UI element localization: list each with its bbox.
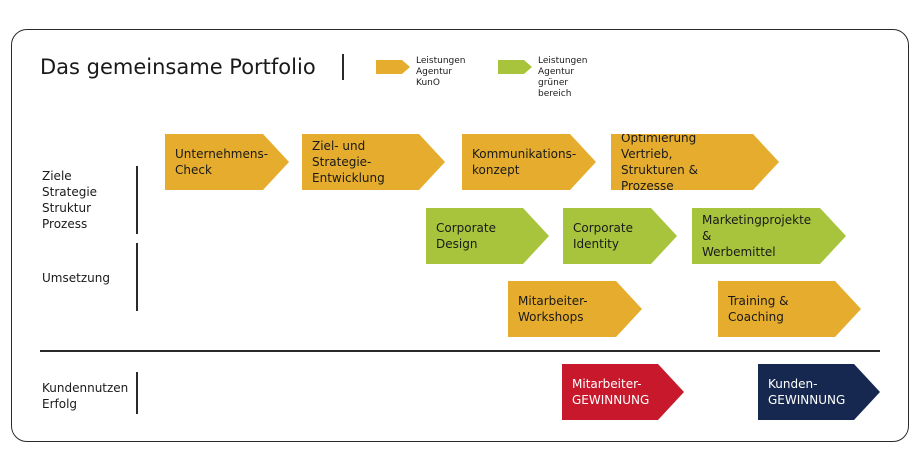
step-corporate-design: Corporate Design <box>426 208 549 264</box>
step-label: Mitarbeiter- GEWINNUNG <box>572 377 650 407</box>
step-kunden-gewinnung: Kunden- GEWINNUNG <box>758 364 880 420</box>
step-training-coaching: Training & Coaching <box>718 281 861 337</box>
step-label: Kunden- GEWINNUNG <box>768 377 846 407</box>
step-kommunikationskonzept: Kommunikations- konzept <box>462 134 596 190</box>
step-label: Training & Coaching <box>728 294 789 324</box>
step-mitarbeiter-gewinnung: Mitarbeiter- GEWINNUNG <box>562 364 684 420</box>
step-label: Marketingprojekte & Werbemittel <box>702 213 812 259</box>
step-marketingprojekte: Marketingprojekte & Werbemittel <box>692 208 846 264</box>
row-divider-ziele <box>136 166 138 234</box>
legend-label-gruener-bereich: Leistungen Agentur grüner bereich <box>538 56 588 99</box>
page-title: Das gemeinsame Portfolio <box>40 55 316 79</box>
title-divider <box>342 54 344 80</box>
step-label: Kommunikations- konzept <box>472 147 577 177</box>
step-optimierung-vertrieb: Optimierung Vertrieb, Strukturen & Proze… <box>611 134 779 190</box>
row-divider-kundennutzen <box>136 372 138 414</box>
row-label-umsetzung: Umsetzung <box>42 271 110 285</box>
row-label-kundennutzen: Kundennutzen Erfolg <box>42 381 129 411</box>
portfolio-card <box>11 29 909 442</box>
legend-arrow-orange-icon <box>376 60 410 74</box>
row-label-ziele: Ziele Strategie Struktur Prozess <box>42 169 98 231</box>
step-mitarbeiter-workshops: Mitarbeiter- Workshops <box>508 281 642 337</box>
step-label: Ziel- und Strategie- Entwicklung <box>312 139 385 185</box>
step-label: Unternehmens- Check <box>175 147 269 177</box>
step-label: Mitarbeiter- Workshops <box>518 294 588 324</box>
section-divider <box>40 350 880 352</box>
step-unternehmens-check: Unternehmens- Check <box>165 134 289 190</box>
step-corporate-identity: Corporate Identity <box>563 208 677 264</box>
step-label: Corporate Identity <box>573 221 633 251</box>
step-label: Corporate Design <box>436 221 496 251</box>
step-label: Optimierung Vertrieb, Strukturen & Proze… <box>621 131 698 193</box>
legend-arrow-green-icon <box>498 60 532 74</box>
step-strategie-entwicklung: Ziel- und Strategie- Entwicklung <box>302 134 445 190</box>
row-divider-umsetzung <box>136 243 138 311</box>
legend-label-kuno: Leistungen Agentur KunO <box>416 56 466 88</box>
